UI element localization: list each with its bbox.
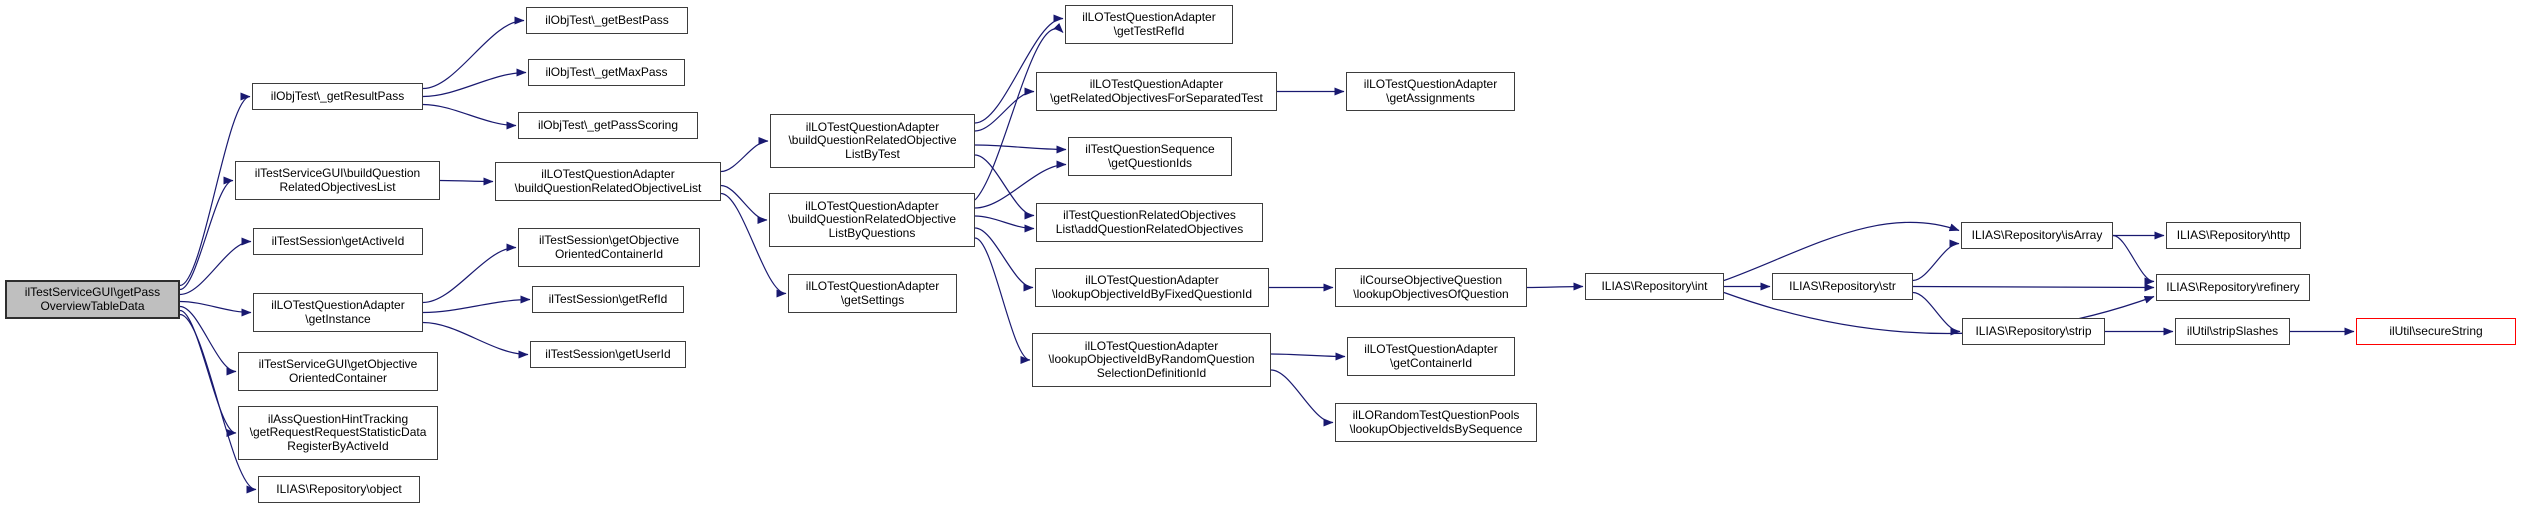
edge-getPassOverviewTableData-getResultPass	[179, 92, 251, 287]
edge-listByQuestions-lookupObjectiveIdByFixedQuestionId	[974, 227, 1034, 292]
node-isArray[interactable]: ILIAS\Repository\isArray	[1961, 222, 2113, 249]
edge-listByQuestions-getQuestionIds	[974, 160, 1067, 209]
edge-repoInt-isArray	[1723, 221, 1960, 282]
edge-getPassOverviewTableData-getActiveId	[179, 237, 252, 296]
edge-buildQuestionRelatedObjectiveList-listByQuestions	[720, 184, 768, 224]
node-lookupObjectiveIdByRandomQuestionSelectionDefinitionId[interactable]: ilLOTestQuestionAdapter \lookupObjective…	[1032, 333, 1271, 387]
edge-buildQuestionRelatedObjectiveList-getSettings	[720, 192, 787, 298]
edge-buildQuestionRelatedObjectiveList-listByTest	[720, 137, 769, 173]
node-getActiveId[interactable]: ilTestSession\getActiveId	[253, 228, 423, 255]
node-http[interactable]: ILIAS\Repository\http	[2166, 222, 2301, 249]
edge-listByQuestions-lookupObjectiveIdByRandomQuestionSelectionDefinitionId	[974, 237, 1031, 364]
node-secureString[interactable]: ilUtil\secureString	[2356, 318, 2516, 345]
edge-listByTest-getQuestionIds	[974, 144, 1067, 154]
node-getTestRefId[interactable]: ilLOTestQuestionAdapter \getTestRefId	[1065, 5, 1233, 44]
edge-isArray-refinery	[2112, 234, 2155, 286]
edge-getResultPass-getPassScoring	[422, 103, 517, 130]
node-lookupObjectiveIdsBySequence[interactable]: ilLORandomTestQuestionPools \lookupObjec…	[1335, 403, 1537, 442]
edge-repoStr-refinery	[1912, 283, 2155, 292]
node-getSettings[interactable]: ilLOTestQuestionAdapter \getSettings	[788, 274, 957, 313]
edge-repoStr-strip	[1912, 291, 1961, 336]
node-listByQuestions[interactable]: ilLOTestQuestionAdapter \buildQuestionRe…	[769, 193, 975, 247]
edge-getInstance-getObjectiveOrientedContainerId	[422, 243, 517, 304]
edge-getInstance-getUserId	[422, 321, 529, 359]
edge-lookupObjectiveIdByRandomQuestionSelectionDefinitionId-getContainerId	[1270, 352, 1346, 361]
node-getPassScoring[interactable]: ilObjTest\_getPassScoring	[518, 112, 698, 139]
node-getPassOverviewTableData: ilTestServiceGUI\getPass OverviewTableDa…	[5, 280, 180, 319]
node-listByTest[interactable]: ilLOTestQuestionAdapter \buildQuestionRe…	[770, 114, 975, 168]
edges-group	[179, 14, 2355, 494]
edge-getPassOverviewTableData-getInstance	[179, 300, 252, 317]
edge-repoStr-isArray	[1912, 239, 1960, 282]
edge-getResultPass-getMaxPass	[422, 68, 527, 98]
node-getObjectiveOrientedContainer[interactable]: ilTestServiceGUI\getObjective OrientedCo…	[238, 352, 438, 391]
edge-getPassOverviewTableData-buildQuestionRelatedObjectivesList	[179, 176, 234, 291]
edge-getPassOverviewTableData-getObjectiveOrientedContainer	[179, 305, 237, 376]
node-getUserId[interactable]: ilTestSession\getUserId	[530, 341, 686, 368]
edge-repoInt-refinery	[1723, 291, 2155, 335]
edge-getPassOverviewTableData-repoObject	[179, 313, 257, 494]
node-buildQuestionRelatedObjectivesList[interactable]: ilTestServiceGUI\buildQuestion RelatedOb…	[235, 161, 440, 200]
node-getBestPass[interactable]: ilObjTest\_getBestPass	[526, 7, 688, 34]
node-lookupObjectiveIdByFixedQuestionId[interactable]: ilLOTestQuestionAdapter \lookupObjective…	[1035, 268, 1269, 307]
node-refinery[interactable]: ILIAS\Repository\refinery	[2156, 274, 2310, 301]
node-getRefId[interactable]: ilTestSession\getRefId	[532, 286, 684, 313]
node-getResultPass[interactable]: ilObjTest\_getResultPass	[252, 83, 423, 110]
node-stripSlashes[interactable]: ilUtil\stripSlashes	[2175, 318, 2290, 345]
node-repoStr[interactable]: ILIAS\Repository\str	[1772, 273, 1913, 300]
edge-buildQuestionRelatedObjectivesList-buildQuestionRelatedObjectiveList	[439, 177, 494, 186]
node-getRelatedObjectivesForSeparatedTest[interactable]: ilLOTestQuestionAdapter \getRelatedObjec…	[1036, 72, 1277, 111]
edge-listByTest-addQuestionRelatedObjectives	[974, 154, 1035, 220]
edge-listByTest-getTestRefId	[974, 14, 1064, 124]
edge-listByQuestions-addQuestionRelatedObjectives	[974, 215, 1035, 233]
node-repoInt[interactable]: ILIAS\Repository\int	[1585, 273, 1724, 300]
edge-listByTest-getRelatedObjectivesForSeparatedTest	[974, 87, 1035, 132]
node-getObjectiveOrientedContainerId[interactable]: ilTestSession\getObjective OrientedConta…	[518, 228, 700, 267]
node-addQuestionRelatedObjectives[interactable]: ilTestQuestionRelatedObjectives List\add…	[1036, 203, 1263, 242]
node-strip[interactable]: ILIAS\Repository\strip	[1962, 318, 2105, 345]
edge-listByQuestions-getTestRefId	[974, 22, 1064, 201]
edge-getInstance-getRefId	[422, 295, 531, 314]
edge-getPassOverviewTableData-getRequestStatisticData	[179, 309, 237, 437]
node-getRequestStatisticData[interactable]: ilAssQuestionHintTracking \getRequestReq…	[238, 406, 438, 460]
node-lookupObjectivesOfQuestion[interactable]: ilCourseObjectiveQuestion \lookupObjecti…	[1335, 268, 1527, 307]
node-getMaxPass[interactable]: ilObjTest\_getMaxPass	[528, 59, 685, 86]
edge-lookupObjectivesOfQuestion-repoInt	[1526, 282, 1584, 291]
node-getQuestionIds[interactable]: ilTestQuestionSequence \getQuestionIds	[1068, 137, 1232, 176]
node-buildQuestionRelatedObjectiveList[interactable]: ilLOTestQuestionAdapter \buildQuestionRe…	[495, 162, 721, 201]
edge-getResultPass-getBestPass	[422, 16, 525, 90]
node-getAssignments[interactable]: ilLOTestQuestionAdapter \getAssignments	[1346, 72, 1515, 111]
node-getContainerId[interactable]: ilLOTestQuestionAdapter \getContainerId	[1347, 337, 1515, 376]
node-repoObject[interactable]: ILIAS\Repository\object	[258, 476, 420, 503]
edge-lookupObjectiveIdByRandomQuestionSelectionDefinitionId-lookupObjectiveIdsBySequence	[1270, 369, 1334, 427]
node-getInstance[interactable]: ilLOTestQuestionAdapter \getInstance	[253, 293, 423, 332]
